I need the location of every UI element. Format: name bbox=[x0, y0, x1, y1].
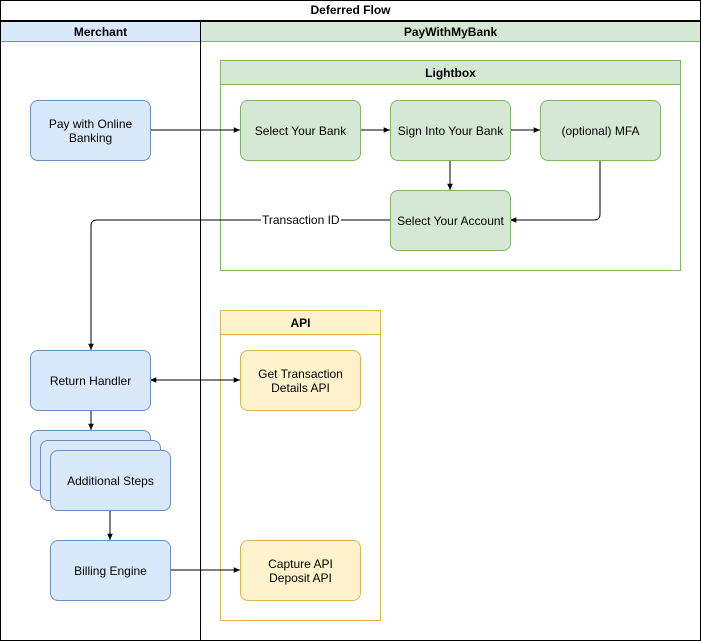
node-additional-steps: Additional Steps bbox=[50, 450, 171, 511]
edge-select-account-to-return-handler bbox=[88, 219, 390, 350]
node-return-handler: Return Handler bbox=[30, 350, 151, 411]
node-select-your-account: Select Your Account bbox=[390, 190, 511, 251]
lane-merchant-header: Merchant bbox=[1, 22, 200, 42]
group-api: API bbox=[220, 310, 381, 621]
edge-label-transaction-id: Transaction ID bbox=[261, 213, 341, 227]
node-get-transaction-details-api: Get Transaction Details API bbox=[240, 350, 361, 411]
group-api-header: API bbox=[221, 311, 380, 335]
edge-mfa-to-select-account bbox=[509, 160, 601, 223]
node-select-your-bank: Select Your Bank bbox=[240, 100, 361, 161]
diagram-title: Deferred Flow bbox=[0, 0, 701, 21]
lane-paywithmybank-header: PayWithMyBank bbox=[201, 22, 700, 42]
group-lightbox: Lightbox bbox=[220, 60, 681, 271]
node-pay-with-online-banking: Pay with Online Banking bbox=[30, 100, 151, 161]
node-sign-into-your-bank: Sign Into Your Bank bbox=[390, 100, 511, 161]
group-lightbox-header: Lightbox bbox=[221, 61, 680, 85]
node-billing-engine: Billing Engine bbox=[50, 540, 171, 601]
node-capture-deposit-api: Capture API Deposit API bbox=[240, 540, 361, 601]
node-optional-mfa: (optional) MFA bbox=[540, 100, 661, 161]
